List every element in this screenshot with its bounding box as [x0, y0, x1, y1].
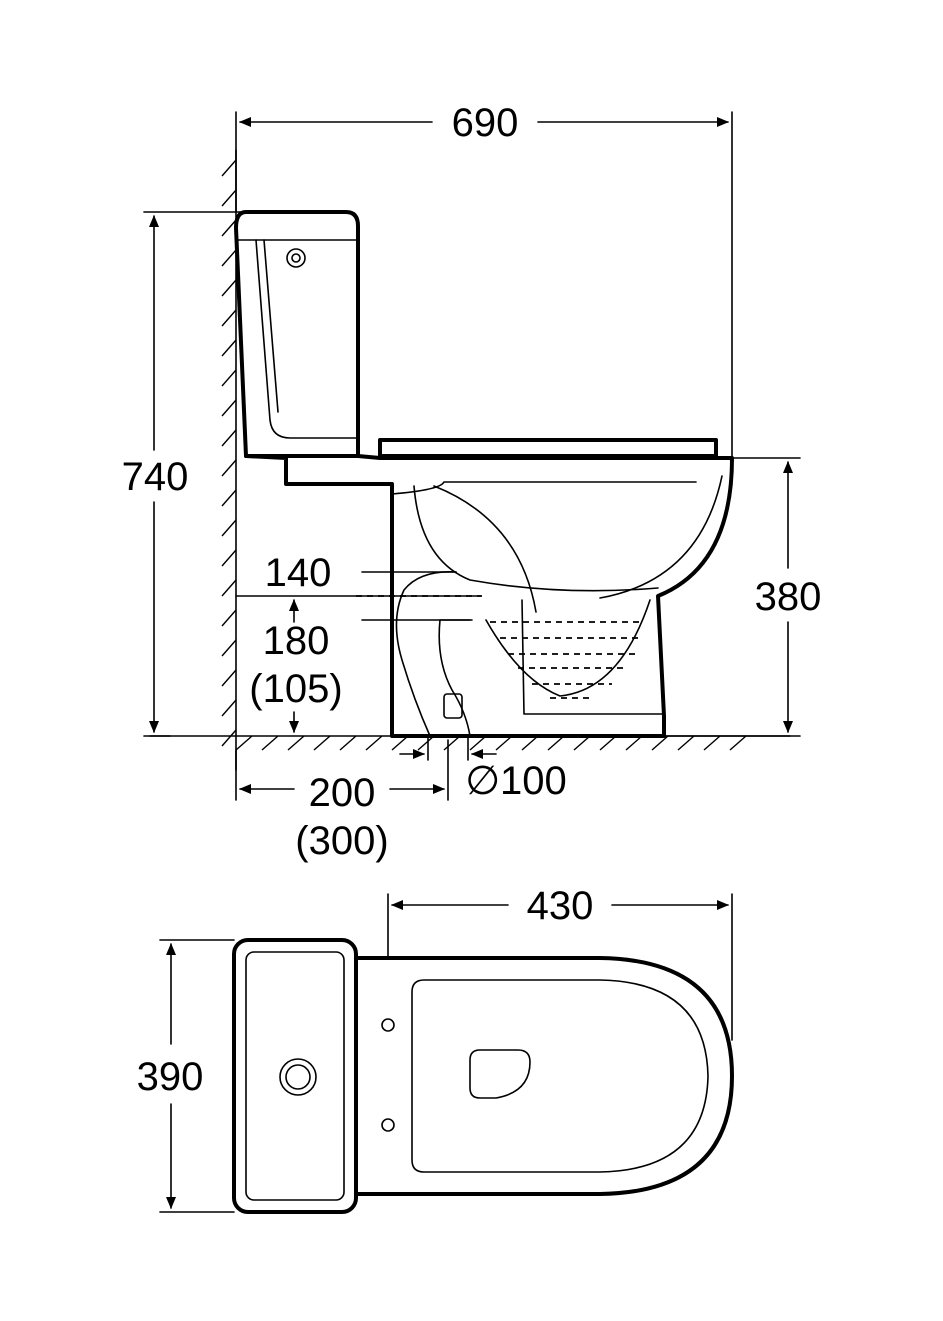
outlet-center-floor-label: 180: [263, 619, 330, 663]
top-view: 430 390: [137, 884, 734, 1214]
dim-tank-width: 390: [137, 939, 235, 1213]
outlet-center-low-label: 140: [265, 551, 332, 595]
pan-side: [244, 438, 734, 738]
overall-height-label: 740: [122, 455, 189, 499]
wall-hatching: [221, 149, 237, 771]
dim-overall-height: 740: [122, 211, 247, 737]
outlet-diameter-label: ∅100: [465, 759, 567, 803]
tank-width-label: 390: [137, 1055, 204, 1099]
seat-height-label: 380: [755, 575, 822, 619]
wall-to-outlet-alt-label: (300): [295, 819, 388, 863]
dim-outlet-height: 140 180 (105): [235, 551, 482, 733]
dim-outlet-diameter: ∅100: [399, 735, 567, 803]
dim-bowl-length: 430: [387, 884, 733, 1041]
side-view: 690 740 380 140 180 (105): [122, 101, 822, 863]
cistern-top: [232, 938, 358, 1214]
outlet-center-floor-alt-label: (105): [249, 667, 342, 711]
dim-overall-length: 690: [235, 101, 733, 459]
dim-wall-to-outlet: 200 (300): [235, 739, 449, 863]
floor-hatching: [149, 735, 791, 751]
wall-to-outlet-label: 200: [309, 771, 376, 815]
dim-seat-height: 380: [663, 457, 822, 737]
seat-top: [354, 956, 734, 1196]
cistern-side: [234, 210, 360, 458]
bowl-length-label: 430: [527, 884, 594, 928]
overall-length-label: 690: [452, 101, 519, 145]
